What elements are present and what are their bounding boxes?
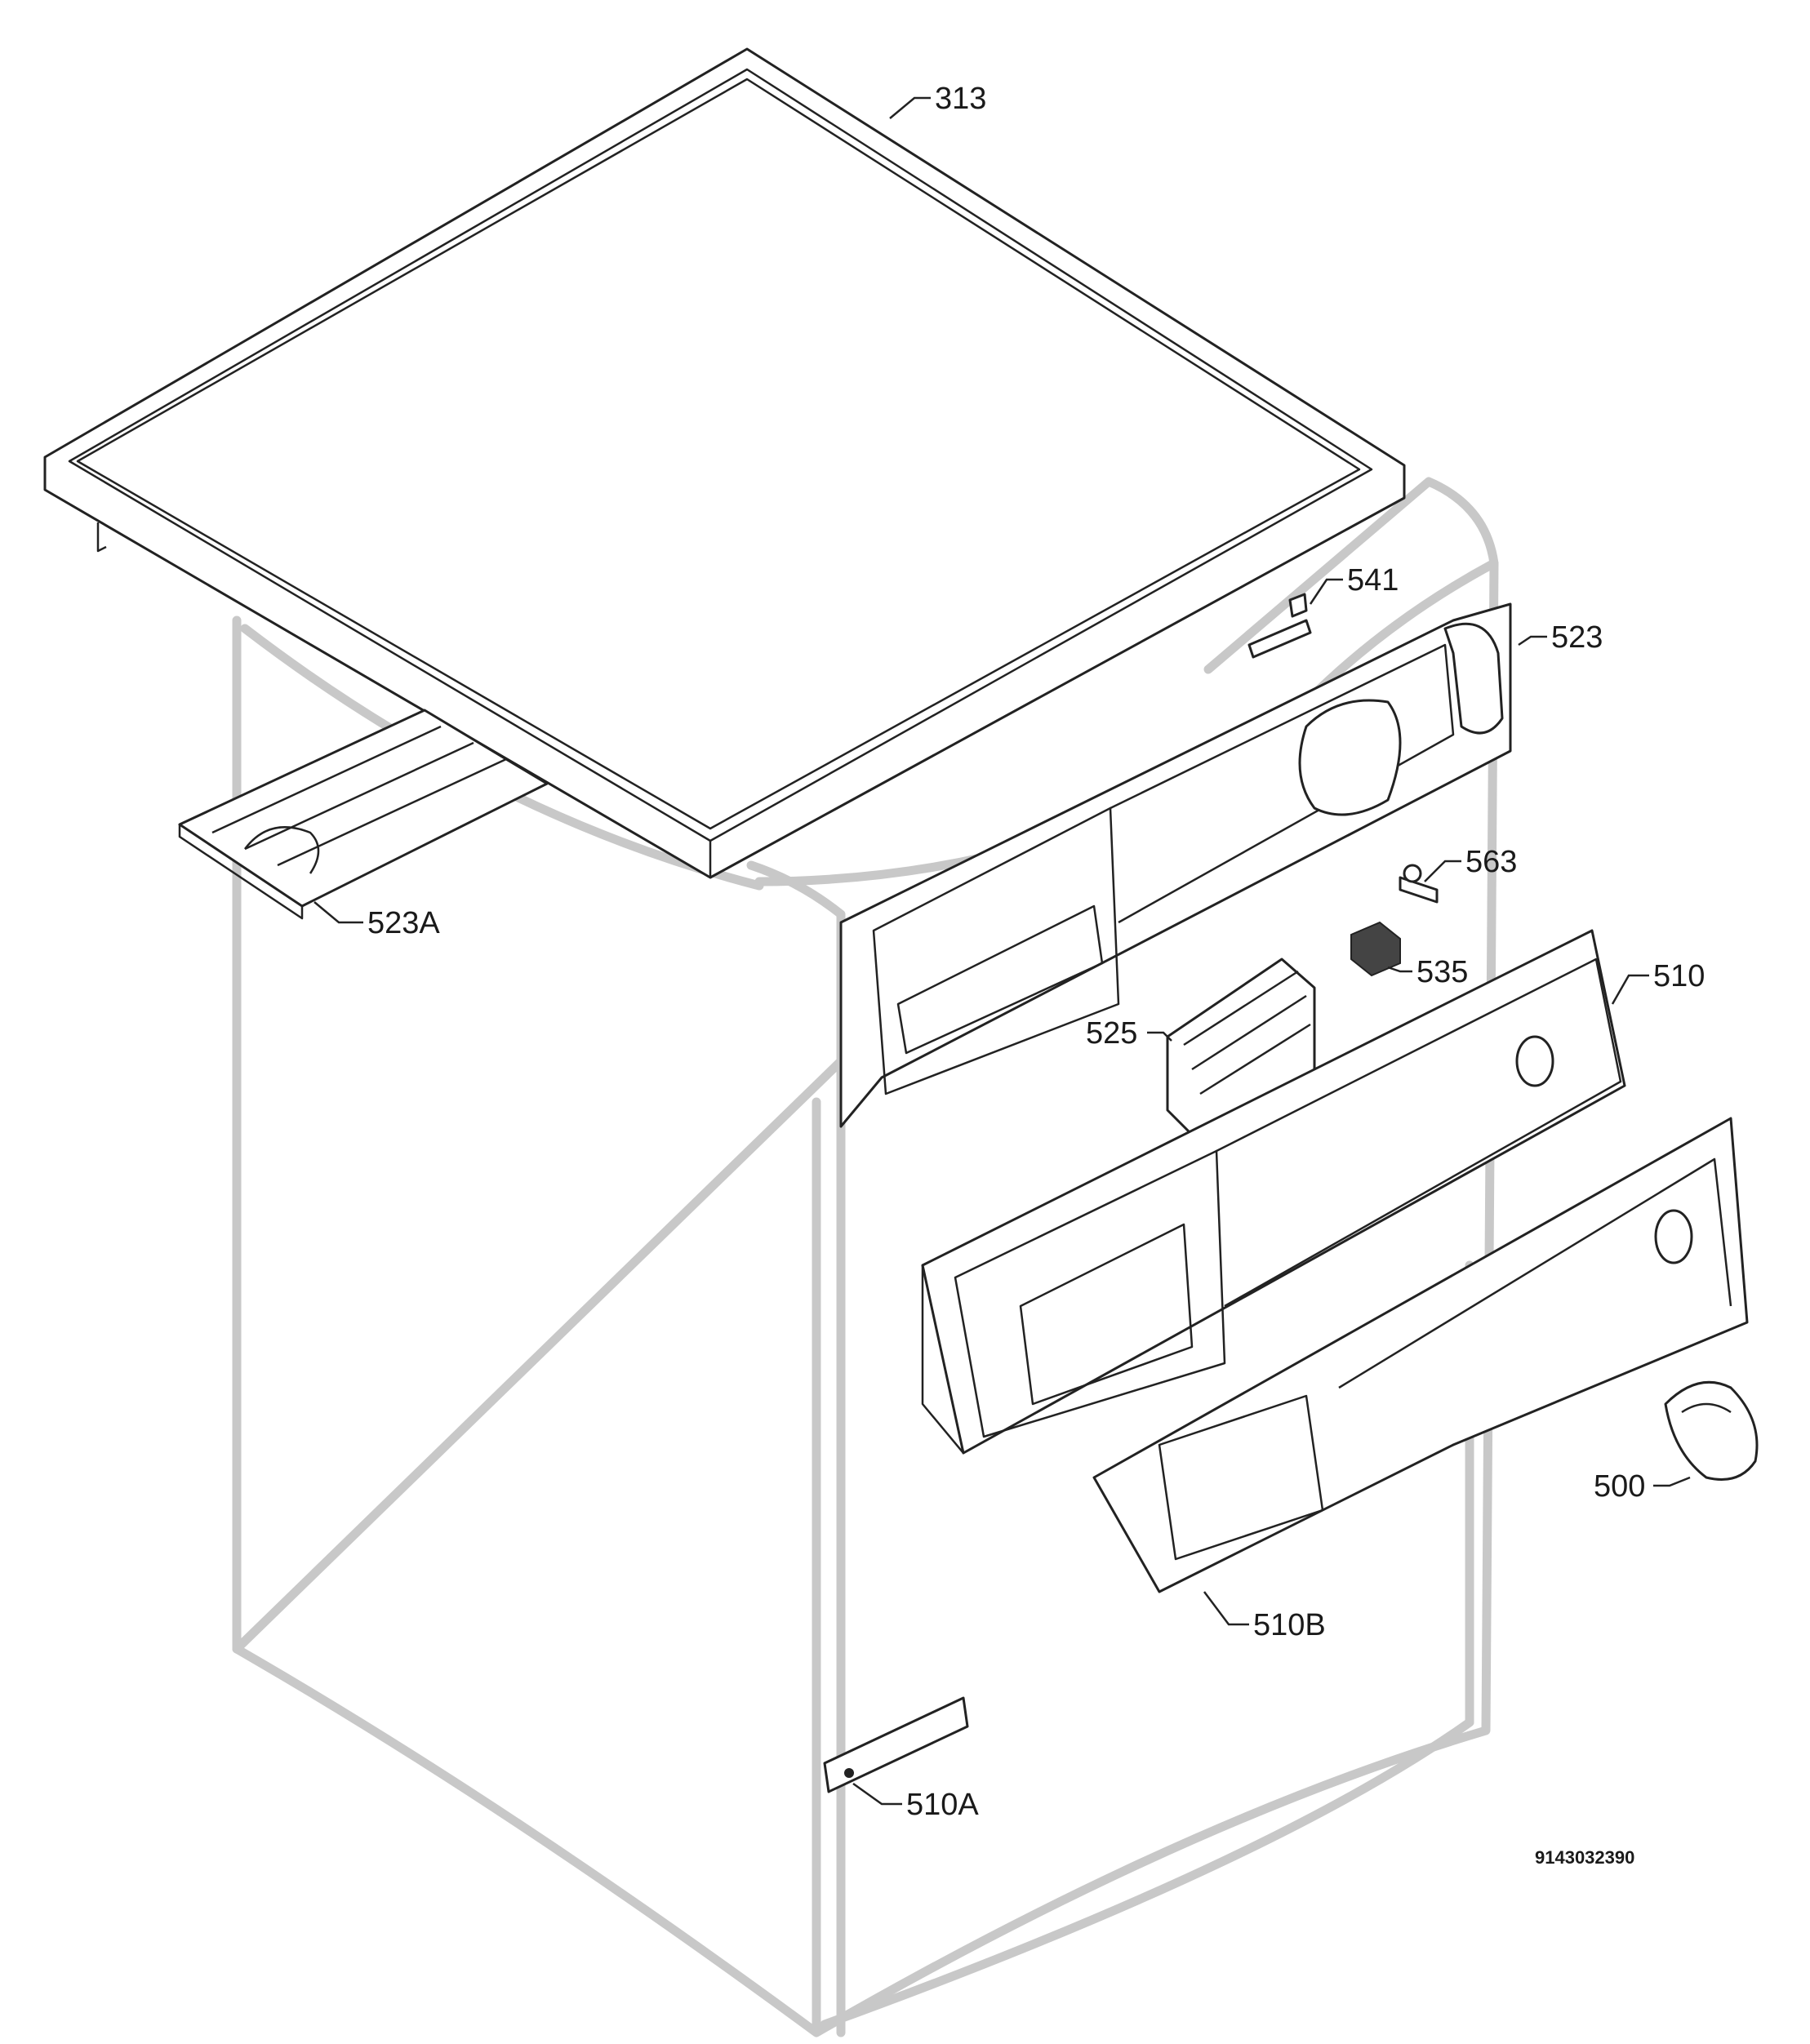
callout-523a: 523A <box>367 906 440 940</box>
callout-525: 525 <box>1086 1016 1137 1051</box>
leader-lines <box>314 96 1691 1806</box>
control-panel-510 <box>921 929 1626 1455</box>
callout-510a: 510A <box>906 1788 979 1822</box>
panel-frame-523 <box>839 602 1512 1128</box>
top-cover-313 <box>43 47 1406 879</box>
clip-541 <box>1247 593 1312 659</box>
callout-535: 535 <box>1416 955 1468 989</box>
callout-541: 541 <box>1347 563 1399 598</box>
callout-313: 313 <box>935 82 986 116</box>
connector-563 <box>1399 864 1439 904</box>
knob-500 <box>1664 1380 1759 1481</box>
callout-563: 563 <box>1465 845 1517 879</box>
front-plate-510b <box>1092 1117 1749 1593</box>
rear-rail-523a <box>178 709 549 920</box>
block-535 <box>1350 921 1401 977</box>
drawing-code: 9143032390 <box>1535 1847 1634 1868</box>
callout-510b: 510B <box>1253 1608 1326 1642</box>
strip-510a <box>823 1696 969 1793</box>
callout-labels: 313 541 523 523A 563 535 510 525 500 510… <box>367 82 1705 1868</box>
callout-523: 523 <box>1551 620 1603 655</box>
callout-500: 500 <box>1594 1469 1645 1504</box>
callout-510: 510 <box>1653 959 1705 993</box>
